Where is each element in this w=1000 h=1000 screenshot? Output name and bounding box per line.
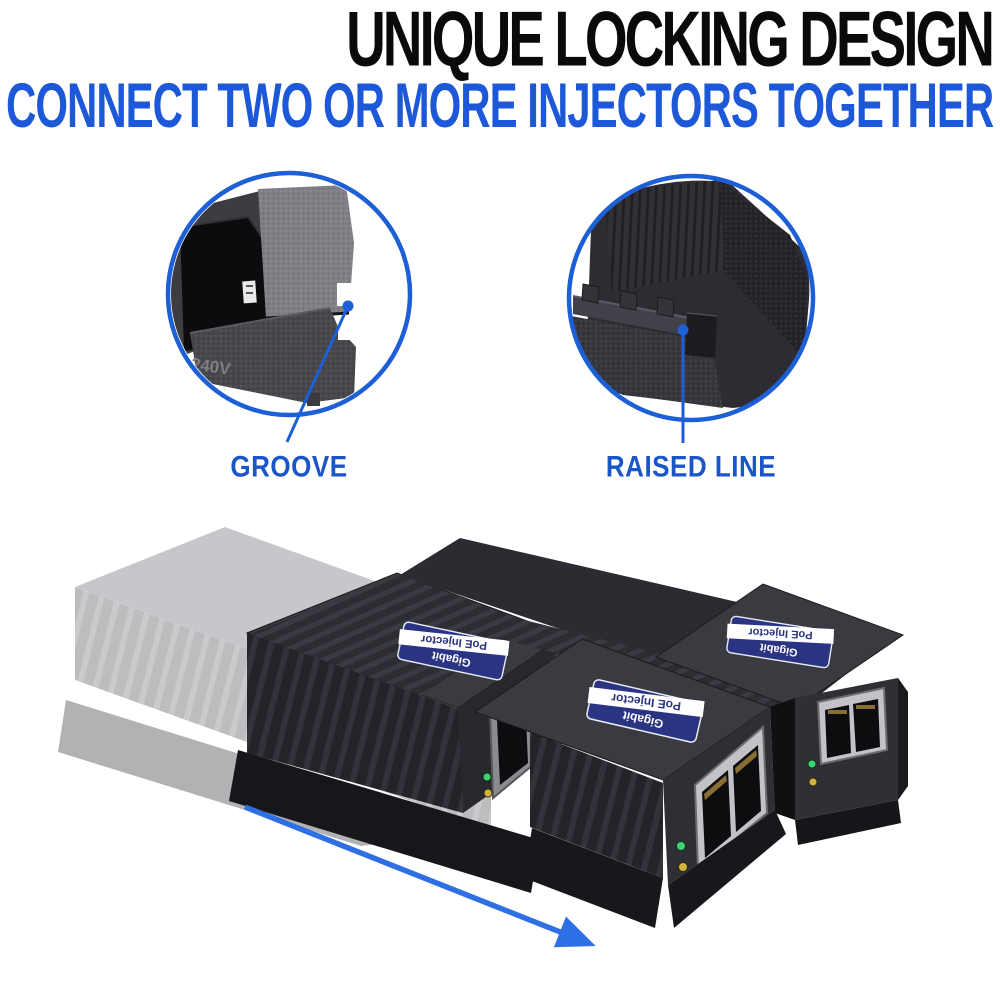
groove-callout: 240V (165, 170, 413, 443)
locking-rail (573, 296, 711, 340)
led-indicator (676, 841, 686, 851)
raised-line-pointer-dot (677, 324, 689, 336)
led-indicator (678, 862, 688, 872)
groove-label: GROOVE (230, 449, 348, 484)
groove-pointer-line (285, 305, 350, 443)
groove-callout-ring (165, 170, 413, 418)
subheadline: CONNECT TWO OR MORE INJECTORS TOGETHER (6, 70, 994, 141)
ribbed-flank (530, 732, 663, 878)
gigabit-badge: PoE Injector Gigabit (586, 679, 705, 743)
slide-direction-arrow (243, 804, 596, 948)
ribbed-flank (247, 633, 463, 813)
raised-line-label: RAISED LINE (605, 449, 777, 484)
raised-line-callout (566, 173, 816, 443)
ribbed-top (605, 180, 725, 292)
led-indicator (482, 772, 492, 782)
groove-pointer-dot (342, 300, 354, 312)
svg-text:Gigabit: Gigabit (759, 641, 799, 659)
injector-right: PoE Injector Gigabit (654, 583, 908, 845)
raised-line-callout-ring (566, 173, 816, 423)
led-indicator (808, 777, 818, 787)
gigabit-badge: PoE Injector Gigabit (726, 615, 835, 669)
gigabit-badge: PoE Injector Gigabit (397, 621, 510, 681)
groove-notch (337, 283, 355, 306)
led-indicator (807, 759, 817, 769)
headline: UNIQUE LOCKING DESIGN (346, 0, 995, 83)
injector-front: PoE Injector Gigabit (473, 638, 786, 928)
product-photo: PoE Injector Gigabit (58, 527, 908, 948)
svg-text:PoE Injector: PoE Injector (747, 625, 813, 640)
led-indicator (483, 788, 493, 798)
raised-line-tab (685, 313, 717, 358)
rj45-ports (816, 686, 889, 766)
rj45-ports (693, 724, 769, 873)
ac-inlet (180, 217, 268, 351)
